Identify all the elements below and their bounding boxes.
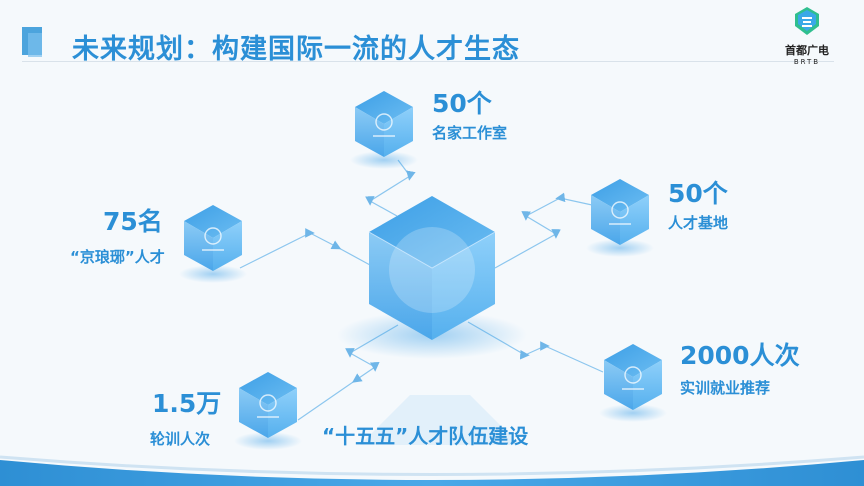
logo-sub: BRTB [793, 58, 821, 66]
item-label-talents: “京琅琊”人才 [70, 248, 165, 266]
item-label-bases: 人才基地 [668, 214, 729, 232]
logo-icon [795, 7, 819, 35]
cube-3 [179, 205, 247, 283]
bottom-band [0, 460, 864, 486]
cube-1 [350, 91, 418, 169]
gear-icon [622, 366, 644, 390]
connector-top [365, 159, 416, 217]
person-check-icon [609, 201, 631, 225]
connector-left [239, 228, 371, 269]
title-marker-shadow [28, 33, 42, 57]
yuan-hand-icon [257, 394, 279, 418]
logo: 首都广电 BRTB [783, 6, 831, 66]
person-icon [202, 227, 224, 251]
central-cube [337, 196, 527, 359]
house-star-icon [373, 113, 395, 137]
title-divider [22, 61, 834, 62]
item-value-studios: 50个 [432, 89, 492, 118]
item-label-studios: 名家工作室 [432, 124, 508, 142]
cube-4 [599, 344, 667, 422]
item-label-training-jobs: 实训就业推荐 [680, 379, 771, 397]
cube-2 [586, 179, 654, 257]
item-value-rotations: 1.5万 [152, 389, 222, 418]
item-label-rotations: 轮训人次 [150, 430, 211, 448]
item-value-talents: 75名 [103, 207, 163, 236]
connector-right [494, 192, 593, 269]
logo-name: 首都广电 [785, 44, 829, 57]
diagram-caption: “十五五”人才队伍建设 [322, 424, 529, 448]
item-value-bases: 50个 [668, 179, 728, 208]
page-title: 未来规划：构建国际一流的人才生态 [72, 34, 520, 65]
item-value-training-jobs: 2000人次 [680, 341, 800, 370]
cube-5 [234, 372, 302, 450]
